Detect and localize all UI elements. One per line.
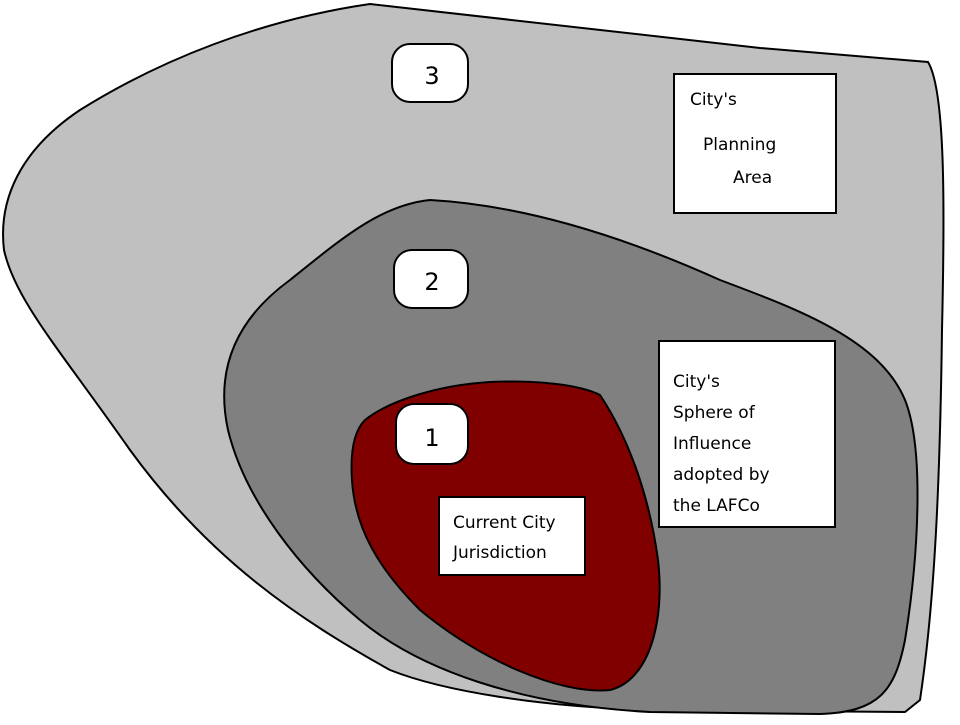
sphere-label-line-1: City's [673,372,720,392]
zone-3-number: 3 [424,62,439,90]
sphere-label-line-5: the LAFCo [673,496,760,516]
planning-area-label-line-1: City's [690,90,737,110]
current-jurisdiction-label-box: Current City Jurisdiction [438,496,586,576]
zone-2-badge: 2 [393,249,469,309]
zone-1-number: 1 [424,424,439,452]
sphere-label-line-3: Influence [673,434,751,454]
jurisdiction-label-line-1: Current City [453,513,556,533]
planning-area-label-line-3: Area [733,168,772,188]
zone-1-badge: 1 [395,403,469,465]
sphere-label-line-4: adopted by [673,465,770,485]
zone-3-badge: 3 [391,43,469,103]
zone-2-number: 2 [424,268,439,296]
sphere-of-influence-label-box: City's Sphere of Influence adopted by th… [658,340,836,528]
planning-area-label-line-2: Planning [703,135,776,155]
jurisdiction-label-line-2: Jurisdiction [452,543,547,563]
planning-area-label-box: City's Planning Area [673,73,837,214]
sphere-label-line-2: Sphere of [673,403,756,423]
